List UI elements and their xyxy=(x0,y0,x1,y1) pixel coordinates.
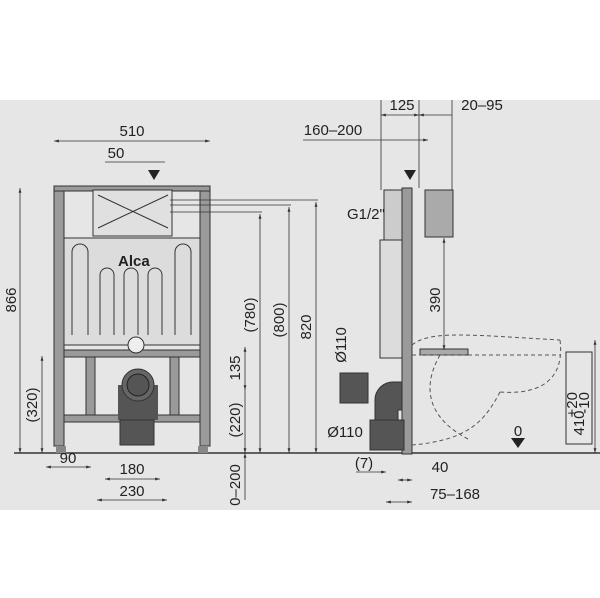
pipe-diameter-lower: Ø110 xyxy=(327,424,363,441)
cistern xyxy=(63,237,201,346)
front-dimensions: 510 50 866 (320) (780) (800) 820 135 (22… xyxy=(3,123,318,506)
dim-410: 410 xyxy=(571,410,588,435)
flush-plate-box xyxy=(424,189,454,238)
dim-866: 866 xyxy=(3,287,20,312)
dim-780: (780) xyxy=(242,297,259,332)
dim-0-200: 0–200 xyxy=(227,464,244,506)
dim-390: 390 xyxy=(427,287,444,312)
dim-320: (320) xyxy=(24,387,41,422)
dim-7: (7) xyxy=(355,455,373,472)
flush-box xyxy=(92,189,173,237)
thread-label: G1/2" xyxy=(347,206,385,223)
tolerance-plus: +20 xyxy=(564,392,581,417)
brand-logo: Alca xyxy=(118,253,150,270)
dim-230: 230 xyxy=(119,483,144,500)
dim-820: 820 xyxy=(298,314,315,339)
dim-75-168: 75–168 xyxy=(430,486,480,503)
side-dimensions: 125 20–95 160–200 G1/2" Ø110 Ø110 390 41… xyxy=(303,97,597,504)
dim-125: 125 xyxy=(389,97,414,114)
dim-40: 40 xyxy=(432,459,449,476)
pipe-diameter-upper: Ø110 xyxy=(333,327,350,363)
dim-50: 50 xyxy=(108,145,125,162)
dim-510: 510 xyxy=(119,123,144,140)
dim-20-95: 20–95 xyxy=(461,97,503,114)
dim-180: 180 xyxy=(119,461,144,478)
front-view: Alca xyxy=(53,185,211,453)
dim-410-box xyxy=(565,351,593,445)
zero-level: 0 xyxy=(514,423,522,440)
dim-160-200: 160–200 xyxy=(304,122,362,139)
side-view xyxy=(339,187,562,455)
dim-135: 135 xyxy=(227,355,244,380)
dim-220: (220) xyxy=(227,402,244,437)
dim-90: 90 xyxy=(60,450,77,467)
tolerance-minus: -10 xyxy=(576,392,593,414)
pipe-adapter xyxy=(339,372,369,404)
dim-800: (800) xyxy=(271,302,288,337)
